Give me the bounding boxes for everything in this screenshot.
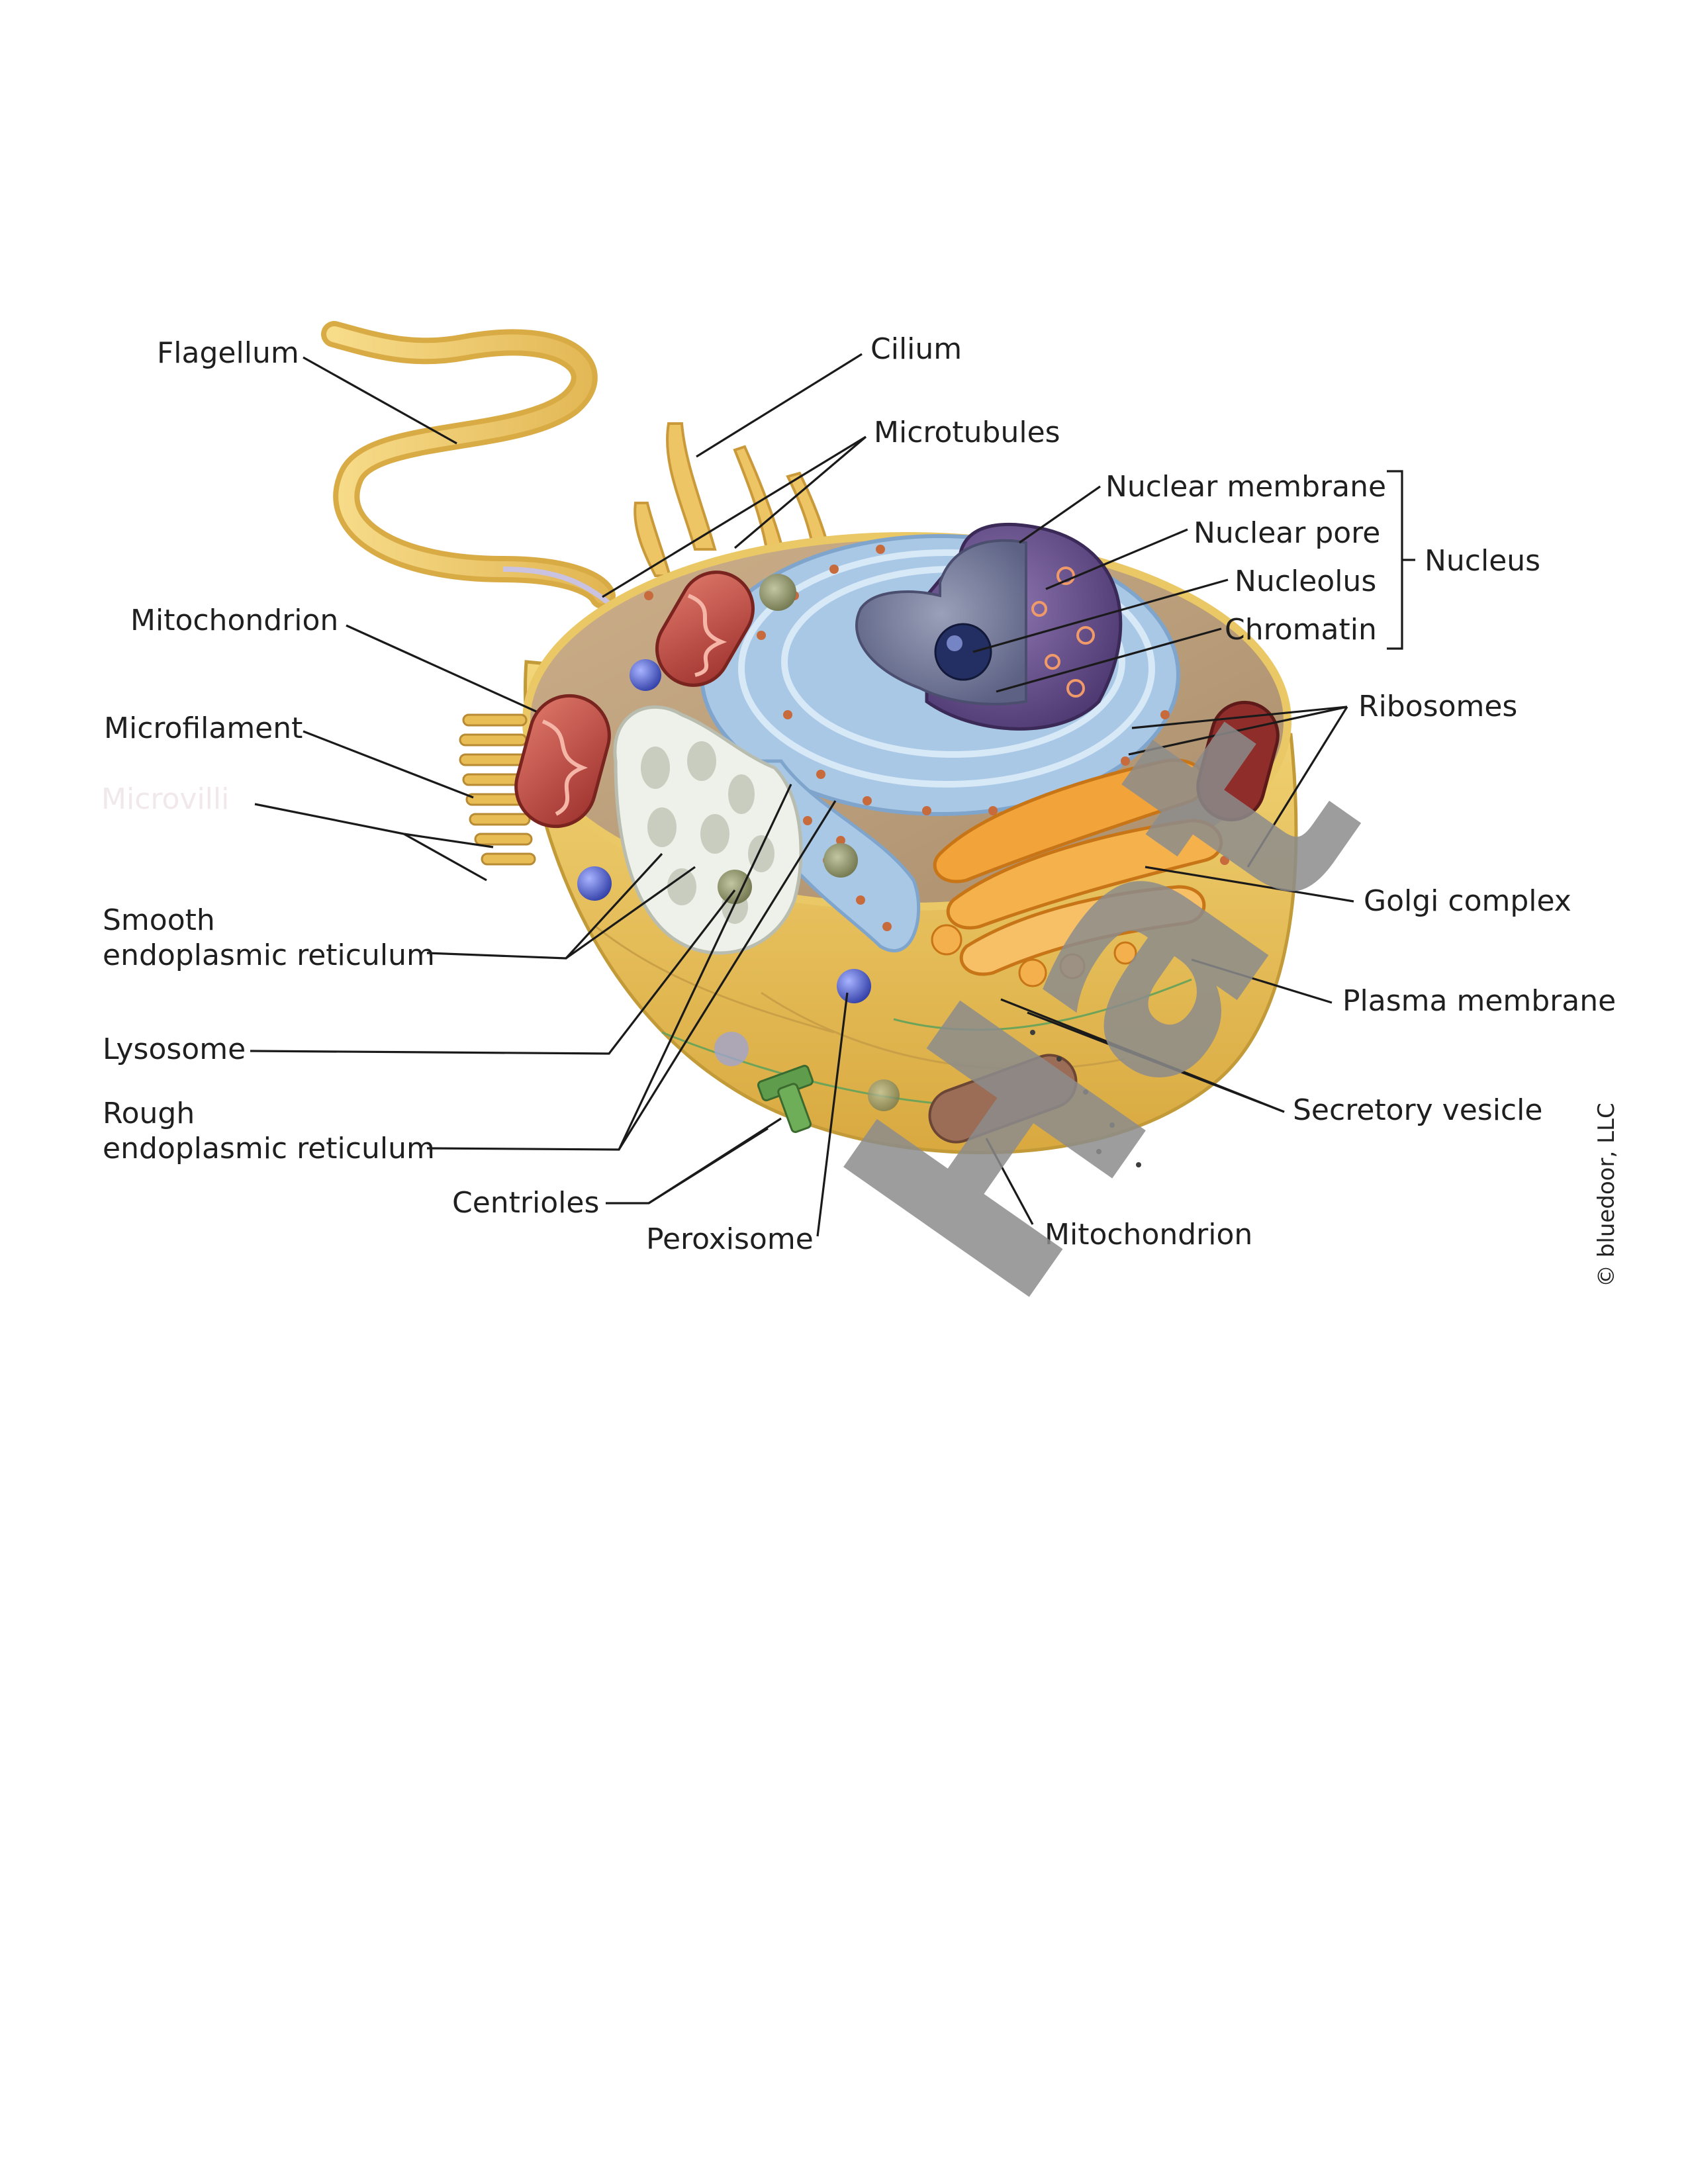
label-secretory-vesicle: Secretory vesicle: [1293, 1093, 1542, 1127]
label-mitochondrion-bottom: Mitochondrion: [1045, 1218, 1252, 1251]
label-microtubules: Microtubules: [874, 416, 1060, 449]
label-smooth-er-line1: Smooth: [103, 903, 215, 937]
mitochondria-shapes: [514, 570, 1280, 1144]
small-organelles: [577, 574, 1141, 1167]
nucleus-shape: [855, 522, 1123, 731]
labels: Flagellum Cilium Microtubules Nuclear me…: [101, 332, 1616, 1256]
label-plasma-membrane: Plasma membrane: [1342, 984, 1616, 1018]
leader-lines: [250, 353, 1415, 1237]
label-nuclear-pore: Nuclear pore: [1194, 516, 1380, 550]
label-lysosome: Lysosome: [103, 1032, 246, 1066]
flagellum-shape: [321, 321, 624, 617]
copyright-credit: © bluedoor, LLC: [1593, 1103, 1620, 1287]
label-microfilament: Microfilament: [104, 711, 303, 745]
label-nucleolus: Nucleolus: [1235, 565, 1376, 598]
label-peroxisome: Peroxisome: [646, 1222, 814, 1256]
label-chromatin: Chromatin: [1225, 613, 1377, 647]
label-golgi-complex: Golgi complex: [1364, 884, 1571, 918]
label-rough-er-line2: endoplasmic reticulum: [103, 1132, 435, 1165]
golgi-shape: [931, 758, 1223, 987]
label-microvilli: Microvilli: [101, 782, 229, 816]
label-smooth-er-line2: endoplasmic reticulum: [103, 938, 435, 972]
label-cilium: Cilium: [870, 332, 962, 366]
label-nuclear-membrane: Nuclear membrane: [1105, 470, 1386, 504]
label-centrioles: Centrioles: [452, 1186, 599, 1220]
label-ribosomes: Ribosomes: [1358, 690, 1517, 723]
label-nucleus: Nucleus: [1425, 544, 1540, 578]
label-rough-er-line1: Rough: [103, 1097, 195, 1130]
label-flagellum: Flagellum: [157, 336, 299, 370]
label-mitochondrion-top: Mitochondrion: [130, 604, 338, 637]
